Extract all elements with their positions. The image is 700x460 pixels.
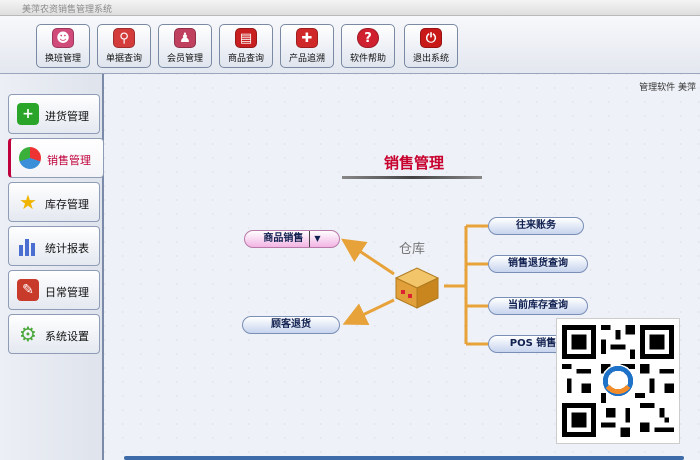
product-trace-button[interactable]: ✚ 产品追溯: [280, 24, 334, 68]
help-icon: ?: [357, 28, 379, 48]
bottom-accent-bar: [124, 456, 684, 460]
sidebar: + 进货管理 销售管理 ★ 库存管理 统计报表 ✎ 日常管理 ⚙ 系统设置: [0, 74, 104, 460]
qr-code-image: [556, 318, 680, 444]
bar-chart-icon: [17, 235, 39, 257]
sidebar-item-inventory[interactable]: ★ 库存管理: [8, 182, 100, 222]
main-toolbar: ☻ 换班管理 ⚲ 单据查询 ♟ 会员管理 ▤ 商品查询 ✚ 产品追溯 ? 软件帮…: [0, 16, 700, 74]
document-query-button[interactable]: ⚲ 单据查询: [97, 24, 151, 68]
current-stock-query-button[interactable]: 当前库存查询: [488, 297, 588, 315]
plus-icon: +: [17, 103, 39, 125]
shift-management-button[interactable]: ☻ 换班管理: [36, 24, 90, 68]
sidebar-item-purchase[interactable]: + 进货管理: [8, 94, 100, 134]
title-underline: [342, 176, 482, 179]
sidebar-item-daily[interactable]: ✎ 日常管理: [8, 270, 100, 310]
magnifier-icon: ⚲: [113, 28, 135, 48]
member-icon: ♟: [174, 28, 196, 48]
app-caption: 管理软件 美萍: [639, 83, 696, 93]
main-panel: 管理软件 美萍 销售管理 商品销售▼ 顾客退货 仓库 往来账务 销售退货查询 当…: [104, 74, 700, 460]
sidebar-item-sales[interactable]: 销售管理: [8, 138, 104, 178]
sales-return-query-button[interactable]: 销售退货查询: [488, 255, 588, 273]
pie-chart-icon: [19, 147, 41, 169]
warehouse-label: 仓库: [399, 242, 426, 257]
exit-system-button[interactable]: ⏻ 退出系统: [404, 24, 458, 68]
product-sales-button[interactable]: 商品销售▼: [244, 230, 340, 248]
member-management-button[interactable]: ♟ 会员管理: [158, 24, 212, 68]
gear-icon: ⚙: [19, 322, 37, 346]
power-icon: ⏻: [420, 28, 442, 48]
tools-icon: ✎: [17, 279, 39, 301]
users-icon: ☻: [52, 28, 74, 48]
sidebar-item-settings[interactable]: ⚙ 系统设置: [8, 314, 100, 354]
accounts-button[interactable]: 往来账务: [488, 217, 584, 235]
page-title: 销售管理: [383, 154, 444, 172]
window-title: 美萍农资销售管理系统: [22, 5, 113, 15]
customer-returns-button[interactable]: 顾客退货: [242, 316, 340, 334]
software-help-button[interactable]: ? 软件帮助: [341, 24, 395, 68]
clipboard-icon: ▤: [235, 28, 257, 48]
flow-connectors: [341, 224, 488, 346]
product-query-button[interactable]: ▤ 商品查询: [219, 24, 273, 68]
star-icon: ★: [19, 190, 37, 214]
sidebar-item-reports[interactable]: 统计报表: [8, 226, 100, 266]
warehouse-box-icon: [394, 267, 440, 309]
chevron-down-icon[interactable]: ▼: [309, 231, 321, 247]
trace-icon: ✚: [296, 28, 318, 48]
title-bar: 美萍农资销售管理系统: [0, 0, 700, 16]
